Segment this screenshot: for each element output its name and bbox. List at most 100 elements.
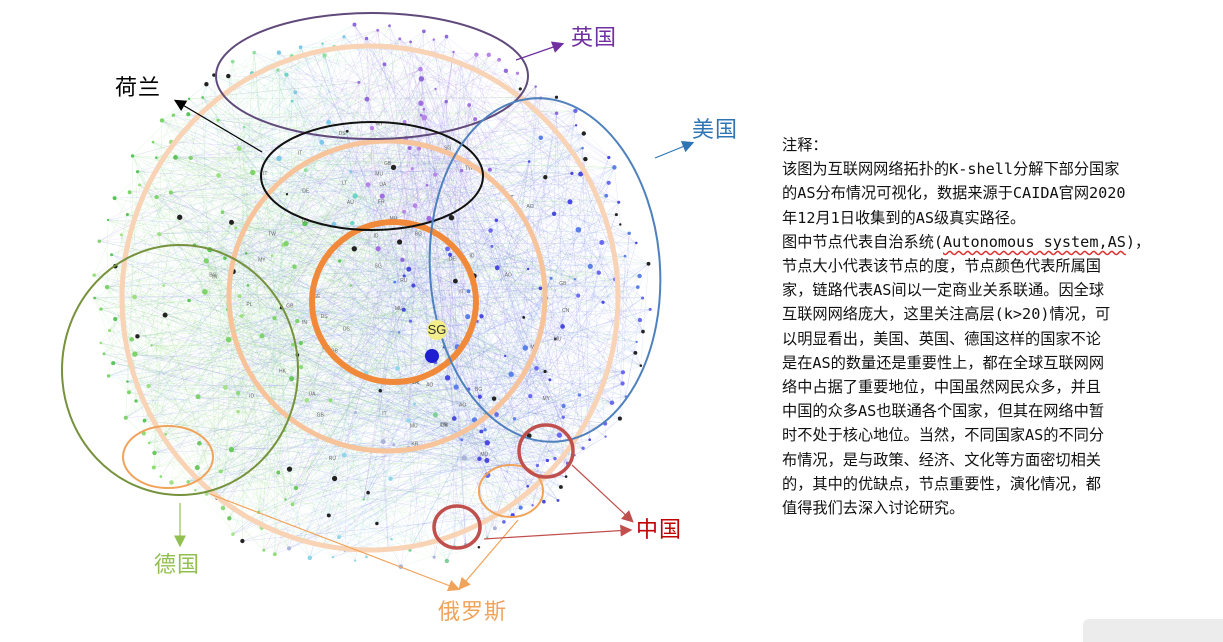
as-link <box>163 212 223 286</box>
as-node <box>503 68 509 73</box>
as-link <box>128 147 583 393</box>
as-link <box>228 76 329 516</box>
as-link <box>408 148 420 449</box>
as-link <box>156 157 229 310</box>
as-link <box>486 326 563 461</box>
as-node <box>623 254 627 258</box>
as-link <box>127 381 613 403</box>
as-node <box>606 180 611 185</box>
as-link <box>283 244 613 403</box>
as-node <box>276 155 282 162</box>
as-link <box>209 249 391 479</box>
as-link <box>324 55 411 322</box>
as-link <box>272 65 568 464</box>
node-code-label: MU <box>480 452 488 458</box>
as-node <box>120 233 123 237</box>
as-node <box>92 273 96 277</box>
as-node <box>504 354 507 358</box>
as-link <box>399 38 556 459</box>
as-node <box>331 555 335 559</box>
as-link <box>451 217 579 296</box>
as-link <box>289 38 400 470</box>
as-node <box>349 170 353 174</box>
as-node <box>573 108 578 114</box>
as-link <box>283 244 436 363</box>
as-node <box>617 200 621 204</box>
as-node <box>390 537 393 541</box>
as-link <box>137 320 411 337</box>
node-code-label: IT <box>298 151 302 157</box>
as-link <box>125 417 207 495</box>
as-link <box>224 257 530 436</box>
as-node <box>554 111 559 116</box>
as-node <box>187 298 191 303</box>
as-link <box>134 103 422 355</box>
as-node <box>186 480 190 484</box>
as-node <box>549 276 553 280</box>
as-link <box>159 233 561 488</box>
node-code-label: RU <box>400 278 408 284</box>
as-node <box>222 384 228 390</box>
as-link <box>107 219 275 319</box>
as-link <box>404 211 498 268</box>
as-node <box>230 59 235 64</box>
as-link <box>94 297 488 443</box>
as-link <box>261 244 284 528</box>
as-link <box>278 52 563 327</box>
as-link <box>195 490 455 547</box>
as-link <box>165 412 356 435</box>
as-node <box>460 438 464 442</box>
as-link <box>100 308 487 461</box>
as-link <box>435 62 462 175</box>
as-link <box>527 309 651 487</box>
as-link <box>202 97 513 516</box>
as-link <box>199 443 567 477</box>
as-link <box>363 36 447 500</box>
as-node <box>554 337 557 341</box>
as-link <box>283 244 345 456</box>
as-node <box>203 258 209 264</box>
as-link <box>433 39 528 487</box>
as-link <box>292 100 552 279</box>
large-blue-node <box>425 349 439 363</box>
annotation-note: 注释： 该图为互联网网络拓扑的K-shell分解下部分国家 的AS分布情况可视化… <box>782 133 1202 520</box>
as-link <box>487 272 599 443</box>
as-node <box>341 452 347 458</box>
as-link <box>496 220 521 508</box>
as-link <box>232 398 495 535</box>
as-link <box>151 345 546 372</box>
as-link <box>529 383 623 436</box>
as-link <box>376 62 462 524</box>
as-link <box>100 142 322 310</box>
as-link <box>245 36 345 254</box>
as-link <box>403 41 411 310</box>
as-node <box>491 396 497 401</box>
as-link <box>164 101 293 316</box>
as-link <box>414 205 486 430</box>
as-link <box>161 120 367 558</box>
as-link <box>242 52 255 542</box>
as-link <box>300 62 462 368</box>
as-link <box>484 429 528 487</box>
as-link <box>137 279 616 337</box>
as-link <box>511 317 524 375</box>
as-link <box>238 148 367 558</box>
as-link <box>151 345 445 348</box>
as-link <box>131 30 378 340</box>
as-link <box>194 173 572 246</box>
as-link <box>99 241 599 273</box>
as-node <box>484 440 490 446</box>
as-link <box>332 419 475 558</box>
as-link <box>232 326 563 535</box>
as-link <box>272 65 458 347</box>
as-node <box>342 35 346 39</box>
as-node <box>473 117 478 122</box>
sg-center-label: SG <box>428 322 447 337</box>
as-link <box>490 230 556 459</box>
label-netherlands: 荷兰 <box>115 76 162 101</box>
as-link <box>393 167 591 267</box>
as-link <box>481 182 609 317</box>
as-link <box>156 157 367 558</box>
as-link <box>338 99 368 538</box>
as-link <box>137 114 422 337</box>
